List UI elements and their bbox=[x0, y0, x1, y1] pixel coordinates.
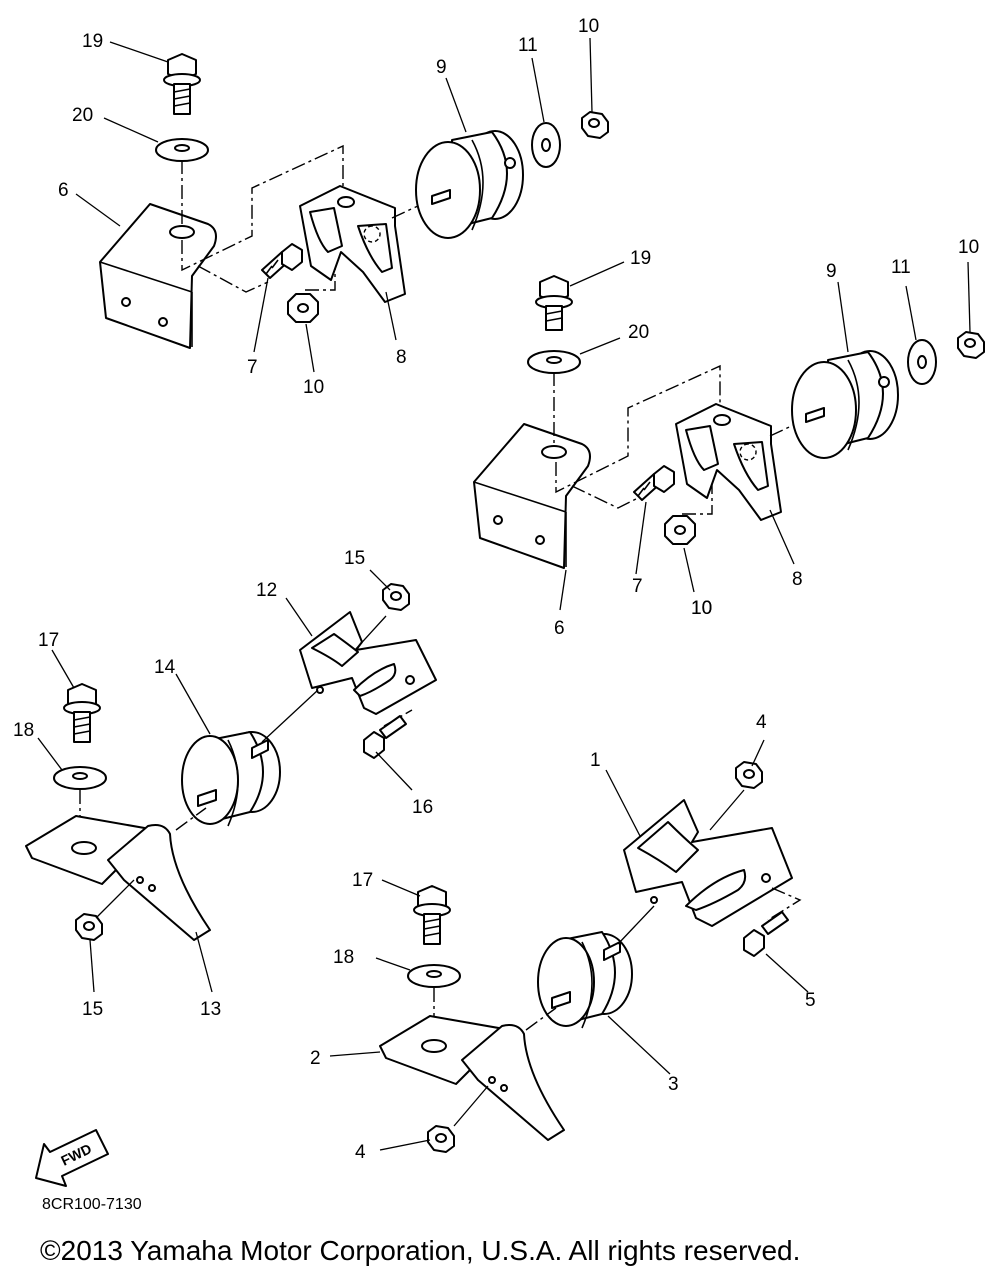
bracket-12 bbox=[299, 611, 437, 715]
nut-10-right bbox=[664, 515, 696, 545]
copyright-notice: ©2013 Yamaha Motor Corporation, U.S.A. A… bbox=[40, 1235, 801, 1266]
callout-17: 17 bbox=[38, 630, 59, 651]
callout-2: 2 bbox=[310, 1048, 321, 1069]
washer-11-right bbox=[907, 339, 937, 385]
mount-assembly-lower-left bbox=[25, 583, 437, 941]
bolt-19-upper bbox=[163, 53, 201, 115]
bracket-8-upper bbox=[299, 185, 406, 303]
bolt-19-right bbox=[535, 275, 573, 331]
callout-4: 4 bbox=[355, 1142, 366, 1163]
bracket-6-upper bbox=[99, 203, 217, 349]
washer-18-left bbox=[53, 766, 107, 790]
bracket-13 bbox=[25, 815, 211, 941]
callout-10: 10 bbox=[691, 598, 712, 619]
callout-20: 20 bbox=[72, 105, 93, 126]
callout-5: 5 bbox=[805, 990, 816, 1011]
bracket-6-right bbox=[473, 423, 591, 569]
nut-4-top bbox=[735, 761, 763, 789]
bolt-17-right bbox=[413, 885, 451, 945]
callout-6: 6 bbox=[58, 180, 69, 201]
callout-14: 14 bbox=[154, 657, 176, 678]
callout-6: 6 bbox=[554, 618, 565, 639]
callout-10: 10 bbox=[303, 377, 324, 398]
callout-1: 1 bbox=[590, 750, 601, 771]
washer-20-upper bbox=[155, 138, 209, 162]
mount-assembly-upper-right bbox=[473, 275, 985, 569]
callout-7: 7 bbox=[632, 576, 643, 597]
callout-12: 12 bbox=[256, 580, 277, 601]
callout-8: 8 bbox=[792, 569, 803, 590]
callout-10: 10 bbox=[691, 598, 712, 619]
nut-10-upper-left-end bbox=[581, 111, 609, 139]
washer-18-right bbox=[407, 964, 461, 988]
nut-15-top bbox=[382, 583, 410, 611]
callout-11: 11 bbox=[518, 35, 538, 56]
callout-10: 10 bbox=[958, 237, 979, 258]
washer-20-right bbox=[527, 350, 581, 374]
washer-11-upper-left bbox=[531, 122, 561, 168]
rubber-mount-9-upper bbox=[415, 130, 524, 239]
bracket-1 bbox=[623, 799, 793, 927]
mount-assembly-lower-right bbox=[379, 761, 802, 1153]
bolt-7-upper bbox=[261, 243, 303, 279]
callout-8: 8 bbox=[396, 347, 407, 368]
callout-19: 19 bbox=[82, 31, 103, 52]
callout-18: 18 bbox=[333, 947, 354, 968]
rubber-mount-3 bbox=[537, 931, 633, 1029]
callout-labels: 19 20 6 7 8 9 10 11 10 10 19 20 9 11 10 … bbox=[13, 16, 979, 1163]
nut-15-lower bbox=[75, 913, 103, 941]
mount-assembly-upper-left bbox=[99, 53, 609, 349]
callout-7: 7 bbox=[247, 357, 258, 378]
bolt-7-right bbox=[633, 465, 675, 501]
callout-10: 10 bbox=[578, 16, 599, 37]
rubber-mount-9-right bbox=[791, 350, 899, 459]
callout-17: 17 bbox=[352, 870, 373, 891]
callout-13: 13 bbox=[200, 999, 221, 1020]
bolt-5 bbox=[743, 911, 789, 957]
callout-16: 16 bbox=[412, 797, 433, 818]
nut-10-right-end bbox=[957, 331, 985, 359]
callout-18: 18 bbox=[13, 720, 34, 741]
callout-9: 9 bbox=[436, 57, 447, 78]
callout-11: 11 bbox=[891, 257, 911, 278]
callout-15: 15 bbox=[82, 999, 103, 1020]
nut-10-upper-left bbox=[287, 293, 319, 323]
fwd-arrow: FWD bbox=[35, 1129, 109, 1187]
bracket-2 bbox=[379, 1015, 565, 1141]
callout-20: 20 bbox=[628, 322, 649, 343]
bolt-16 bbox=[363, 715, 407, 759]
bracket-8-right bbox=[675, 403, 782, 521]
callout-15: 15 bbox=[344, 548, 365, 569]
nut-4-lower bbox=[427, 1125, 455, 1153]
rubber-mount-14 bbox=[181, 731, 281, 827]
bolt-17-left bbox=[63, 683, 101, 743]
callout-4: 4 bbox=[756, 712, 767, 733]
leader-lines bbox=[37, 37, 971, 1151]
callout-19: 19 bbox=[630, 248, 651, 269]
callout-9: 9 bbox=[826, 261, 837, 282]
part-code: 8CR100-7130 bbox=[42, 1196, 142, 1213]
callout-3: 3 bbox=[668, 1074, 679, 1095]
